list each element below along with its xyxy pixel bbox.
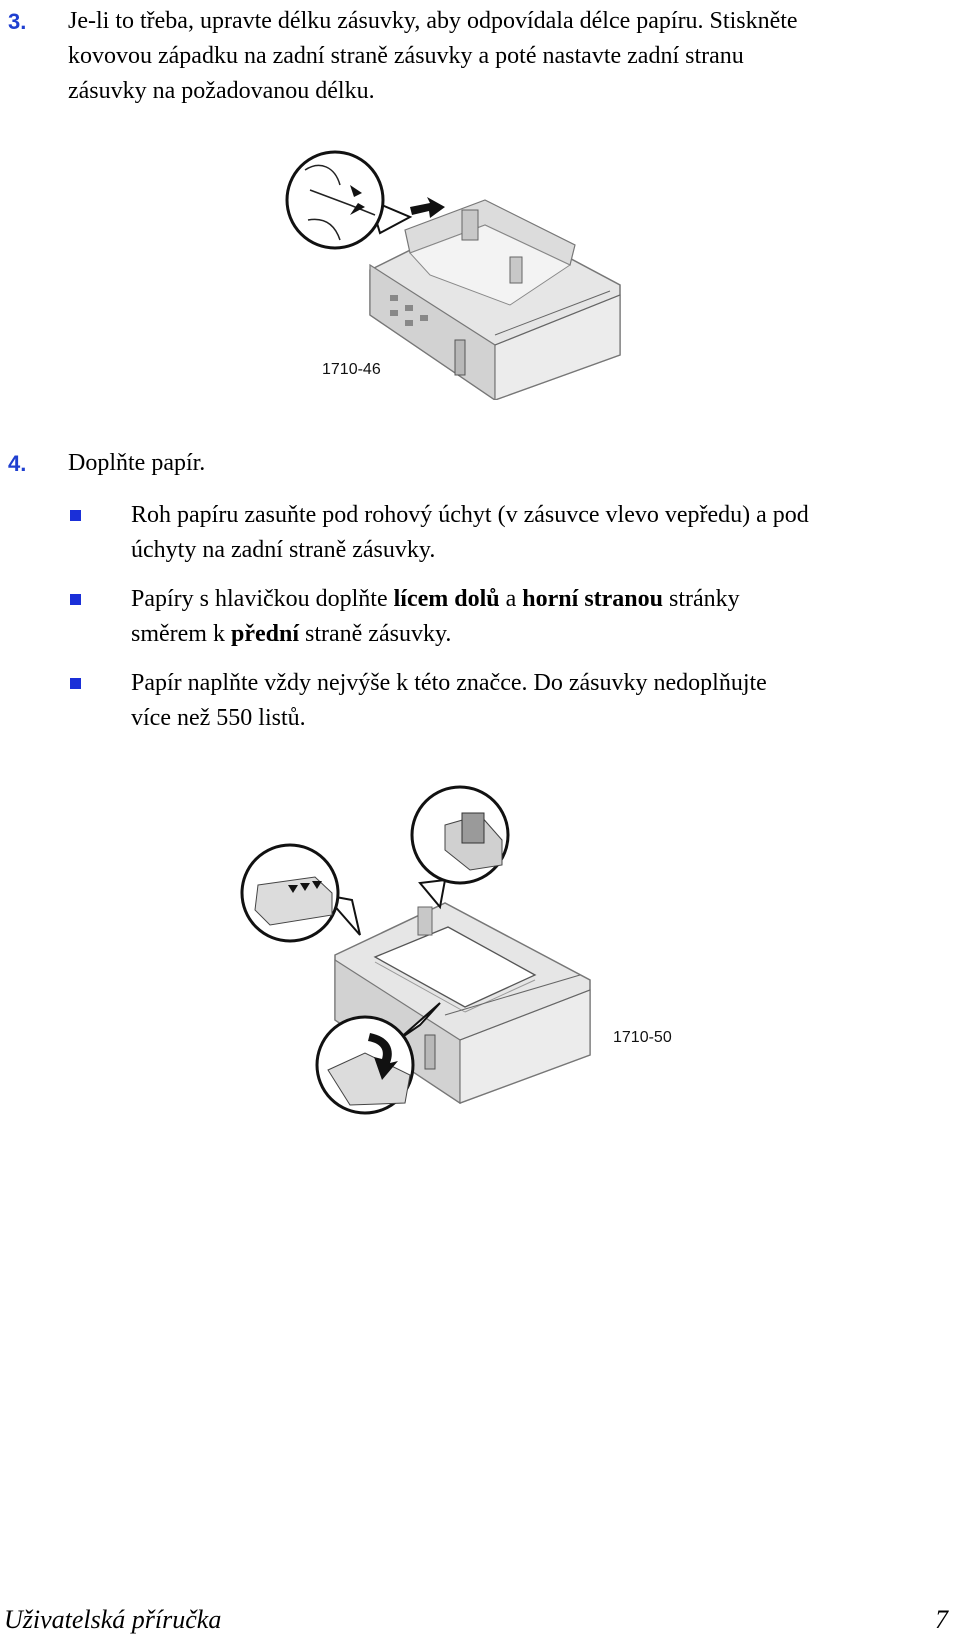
footer-title: Uživatelská příručka (4, 1605, 222, 1634)
figure-code: 1710-46 (322, 361, 381, 378)
bullet-square-icon (70, 594, 81, 605)
step-number: 4. (8, 451, 27, 476)
tray-length-illustration (285, 150, 621, 400)
step-4-text: Doplňte papír. (68, 450, 206, 476)
paper-loading-illustration (240, 785, 591, 1115)
step-number: 3. (8, 9, 27, 34)
step-3-text: Je-li to třeba, upravte délku zásuvky, a… (68, 8, 798, 104)
figure-code: 1710-50 (613, 1029, 672, 1046)
page-number: 7 (935, 1605, 948, 1634)
bullet-square-icon (70, 678, 81, 689)
bullet-square-icon (70, 510, 81, 521)
